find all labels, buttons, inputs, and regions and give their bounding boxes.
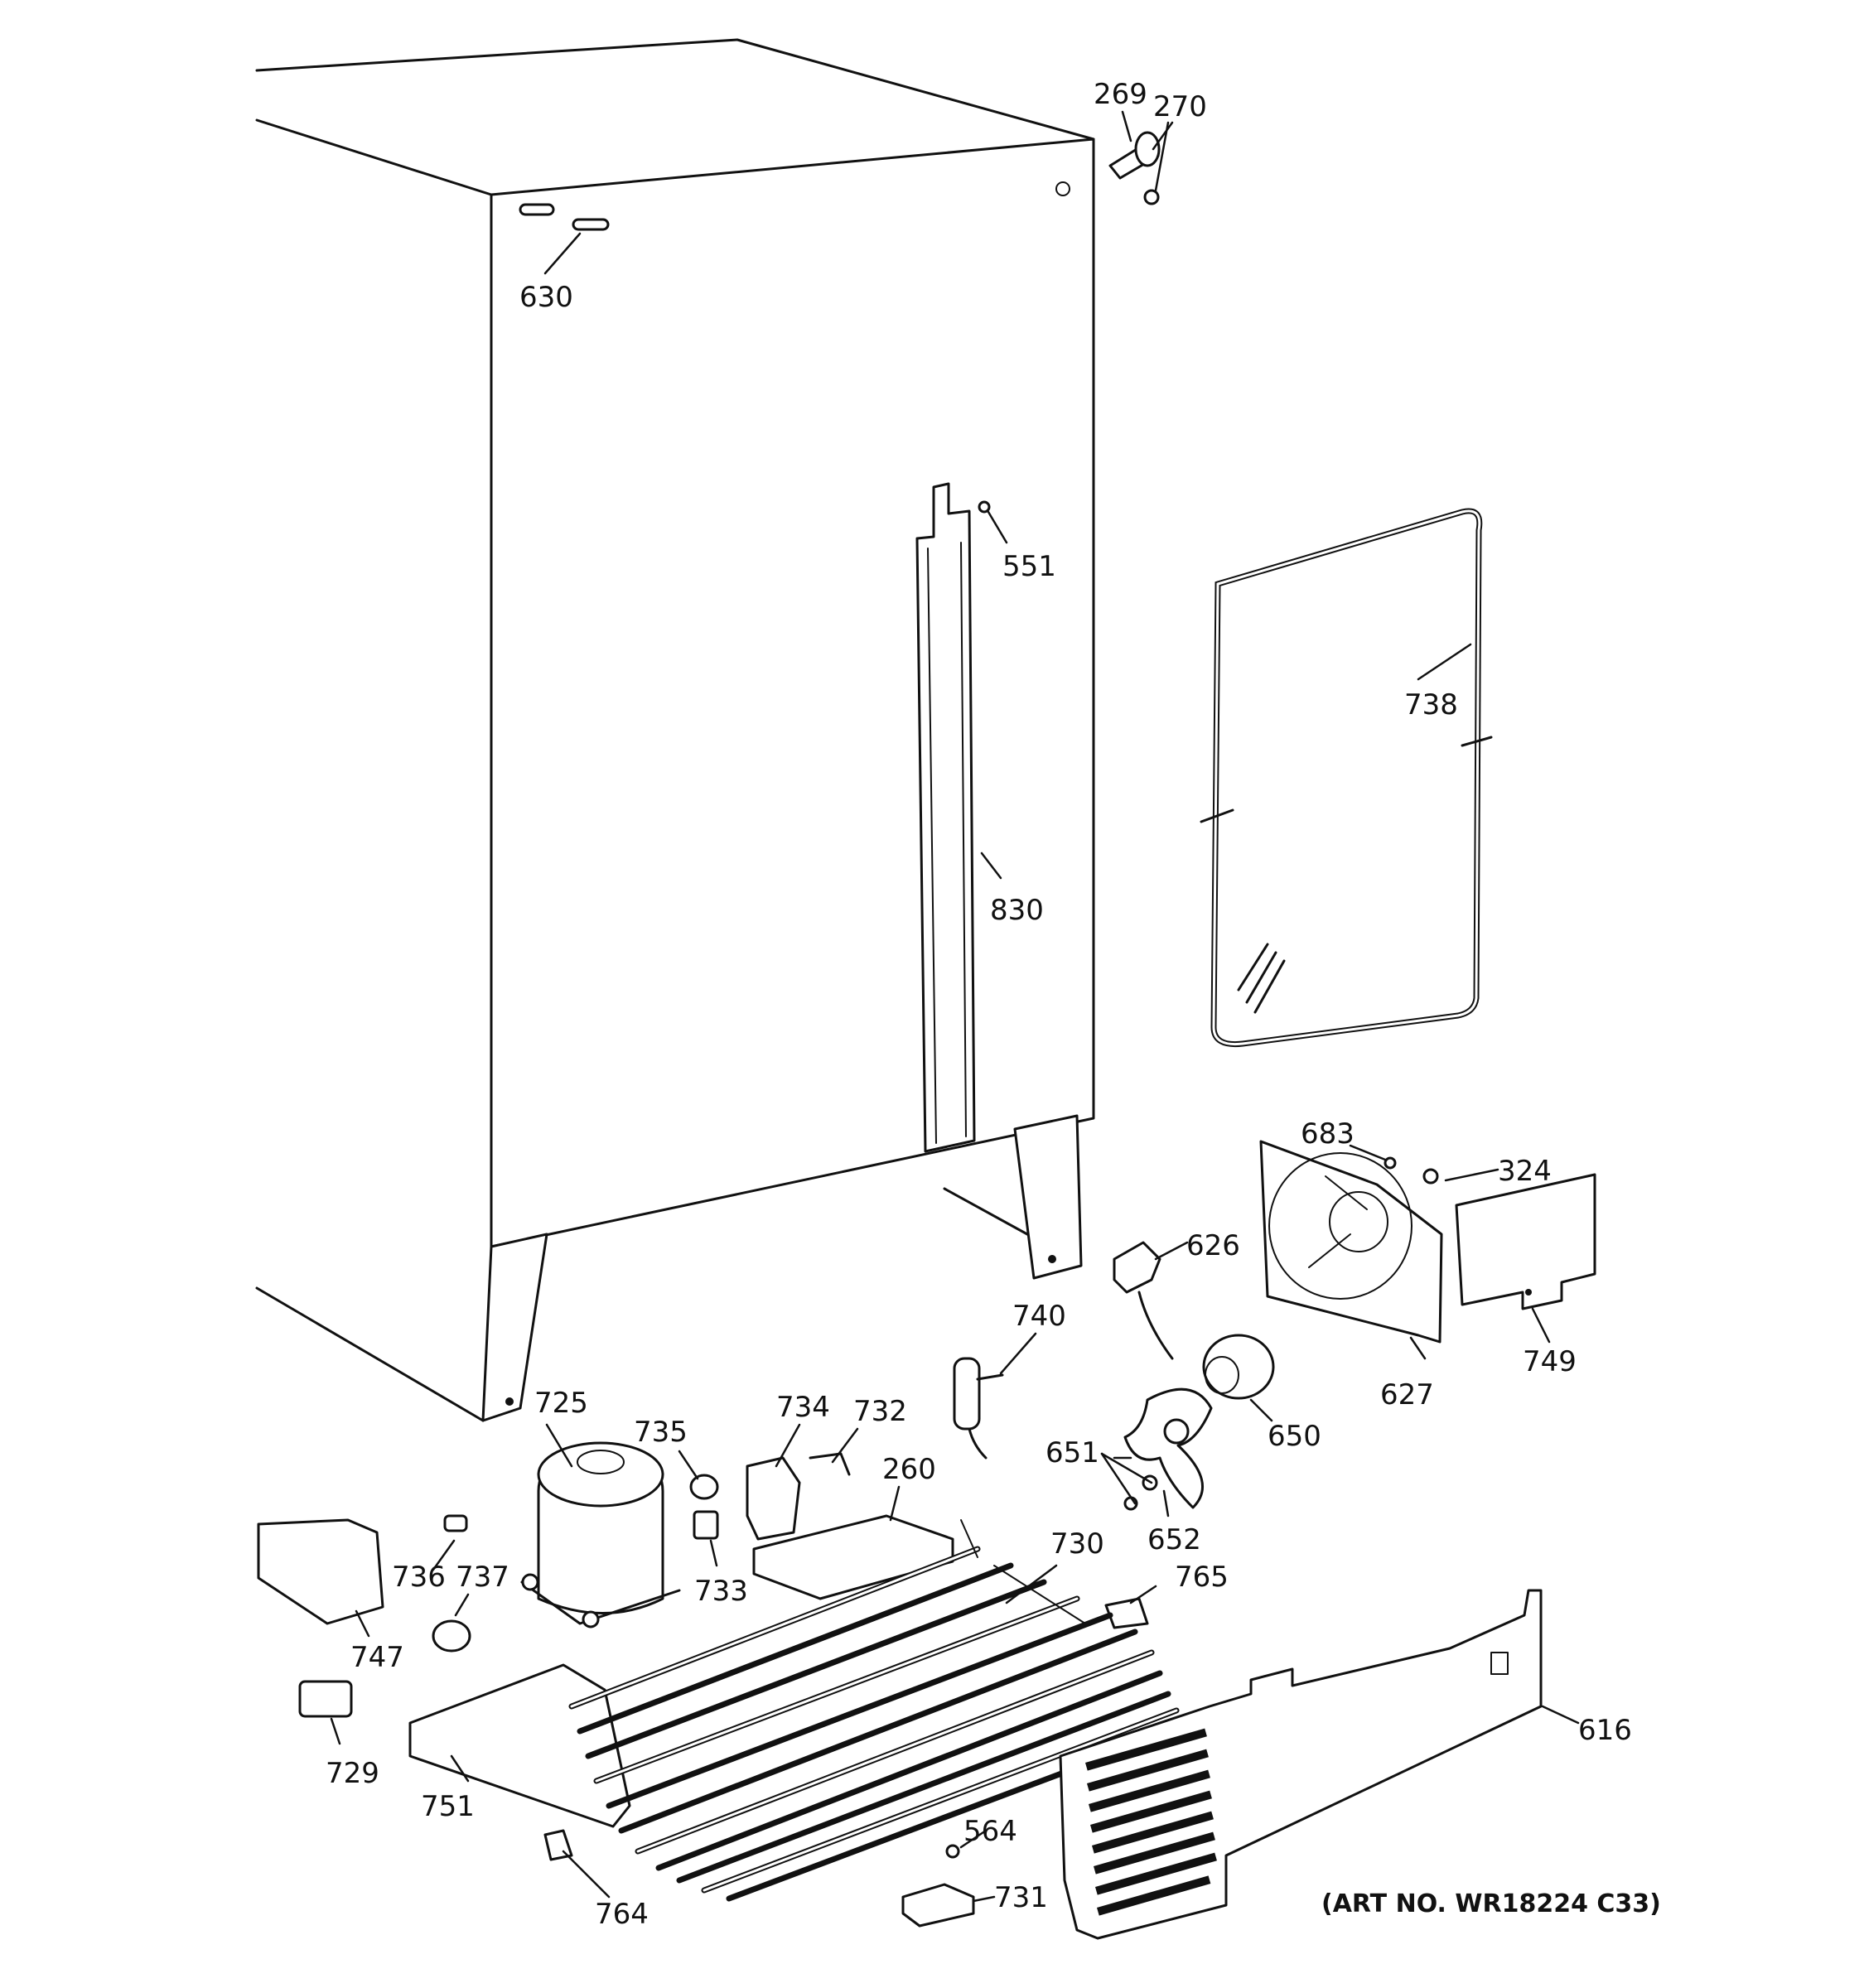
defrost-part-740	[953, 1357, 1004, 1460]
hinge-cover-269	[1108, 131, 1161, 205]
callout-735: 735	[634, 1416, 688, 1449]
callout-725: 725	[534, 1387, 588, 1420]
trim-strip-830	[915, 482, 976, 1153]
cover-panel-749	[1455, 1173, 1596, 1310]
callout-270: 270	[1153, 90, 1207, 123]
callout-749: 749	[1523, 1345, 1577, 1378]
callout-616: 616	[1578, 1714, 1632, 1747]
fan-motor-650	[1202, 1334, 1275, 1400]
callout-730: 730	[1050, 1527, 1104, 1561]
callout-324: 324	[1498, 1155, 1552, 1188]
callout-732: 732	[853, 1395, 907, 1428]
callout-626: 626	[1186, 1229, 1240, 1262]
callout-736: 736	[392, 1561, 446, 1594]
callout-630: 630	[519, 281, 573, 314]
refrigerator-cabinet	[255, 38, 1095, 1422]
callout-765: 765	[1175, 1561, 1229, 1594]
grille-slots	[1085, 1728, 1217, 1916]
grille-616	[1059, 1589, 1543, 1940]
callout-830: 830	[990, 894, 1044, 927]
leader-lines	[330, 110, 1580, 1903]
compressor-725	[520, 1441, 681, 1629]
condenser-loop-738	[1200, 508, 1493, 1048]
callout-738: 738	[1404, 688, 1458, 721]
callout-740: 740	[1012, 1300, 1066, 1333]
power-cord-626	[1113, 1241, 1174, 1360]
callout-551: 551	[1002, 550, 1056, 583]
callout-651: 651	[1045, 1436, 1099, 1469]
callout-737: 737	[456, 1561, 509, 1594]
callout-564: 564	[963, 1815, 1017, 1848]
callout-747: 747	[350, 1641, 404, 1674]
callout-627: 627	[1380, 1378, 1434, 1411]
callout-652: 652	[1147, 1523, 1201, 1556]
callout-269: 269	[1094, 78, 1147, 111]
callout-731: 731	[994, 1881, 1048, 1914]
fan-shroud-627	[1259, 1140, 1443, 1344]
callout-751: 751	[421, 1790, 475, 1823]
callout-683: 683	[1301, 1117, 1355, 1151]
callout-labels: 269 270 630 551 738 830 683 324 626 740 …	[326, 78, 1661, 1931]
callout-764: 764	[595, 1898, 649, 1931]
fan-blade-652	[1123, 1387, 1213, 1511]
callout-650: 650	[1268, 1420, 1321, 1453]
callout-729: 729	[326, 1757, 379, 1790]
small-parts	[257, 500, 1439, 1928]
art-number: (ART NO. WR18224 C33)	[1321, 1889, 1661, 1918]
callout-260: 260	[882, 1453, 936, 1486]
callout-734: 734	[776, 1391, 830, 1424]
callout-733: 733	[694, 1575, 748, 1608]
